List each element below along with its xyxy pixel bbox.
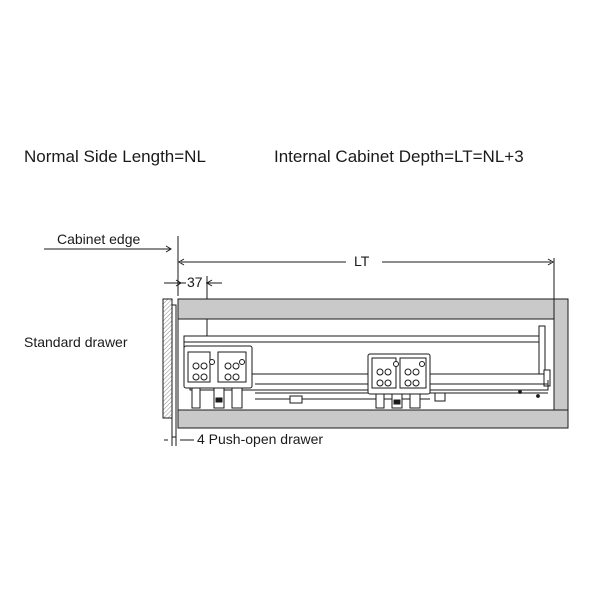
push-open-gap-dimension	[164, 428, 194, 446]
offset-37-label: 37	[187, 274, 203, 290]
cabinet-top-panel	[177, 298, 569, 320]
push-open-drawer-front	[171, 304, 177, 438]
cabinet-edge-leader	[44, 245, 172, 253]
lt-dimension-line	[177, 236, 555, 300]
standard-drawer-front	[162, 298, 173, 419]
internal-cabinet-depth-formula: Internal Cabinet Depth=LT=NL+3	[274, 147, 524, 166]
cabinet-edge-label: Cabinet edge	[57, 231, 141, 247]
cabinet-bottom-panel	[177, 409, 569, 429]
front-locking-device	[183, 345, 253, 409]
lt-dimension-label: LT	[354, 253, 370, 269]
normal-side-length-formula: Normal Side Length=NL	[24, 147, 206, 166]
push-open-drawer-label: 4 Push-open drawer	[197, 431, 324, 447]
standard-drawer-label: Standard drawer	[24, 334, 128, 350]
rear-locking-device	[367, 353, 431, 409]
cabinet-back-panel	[553, 298, 569, 429]
